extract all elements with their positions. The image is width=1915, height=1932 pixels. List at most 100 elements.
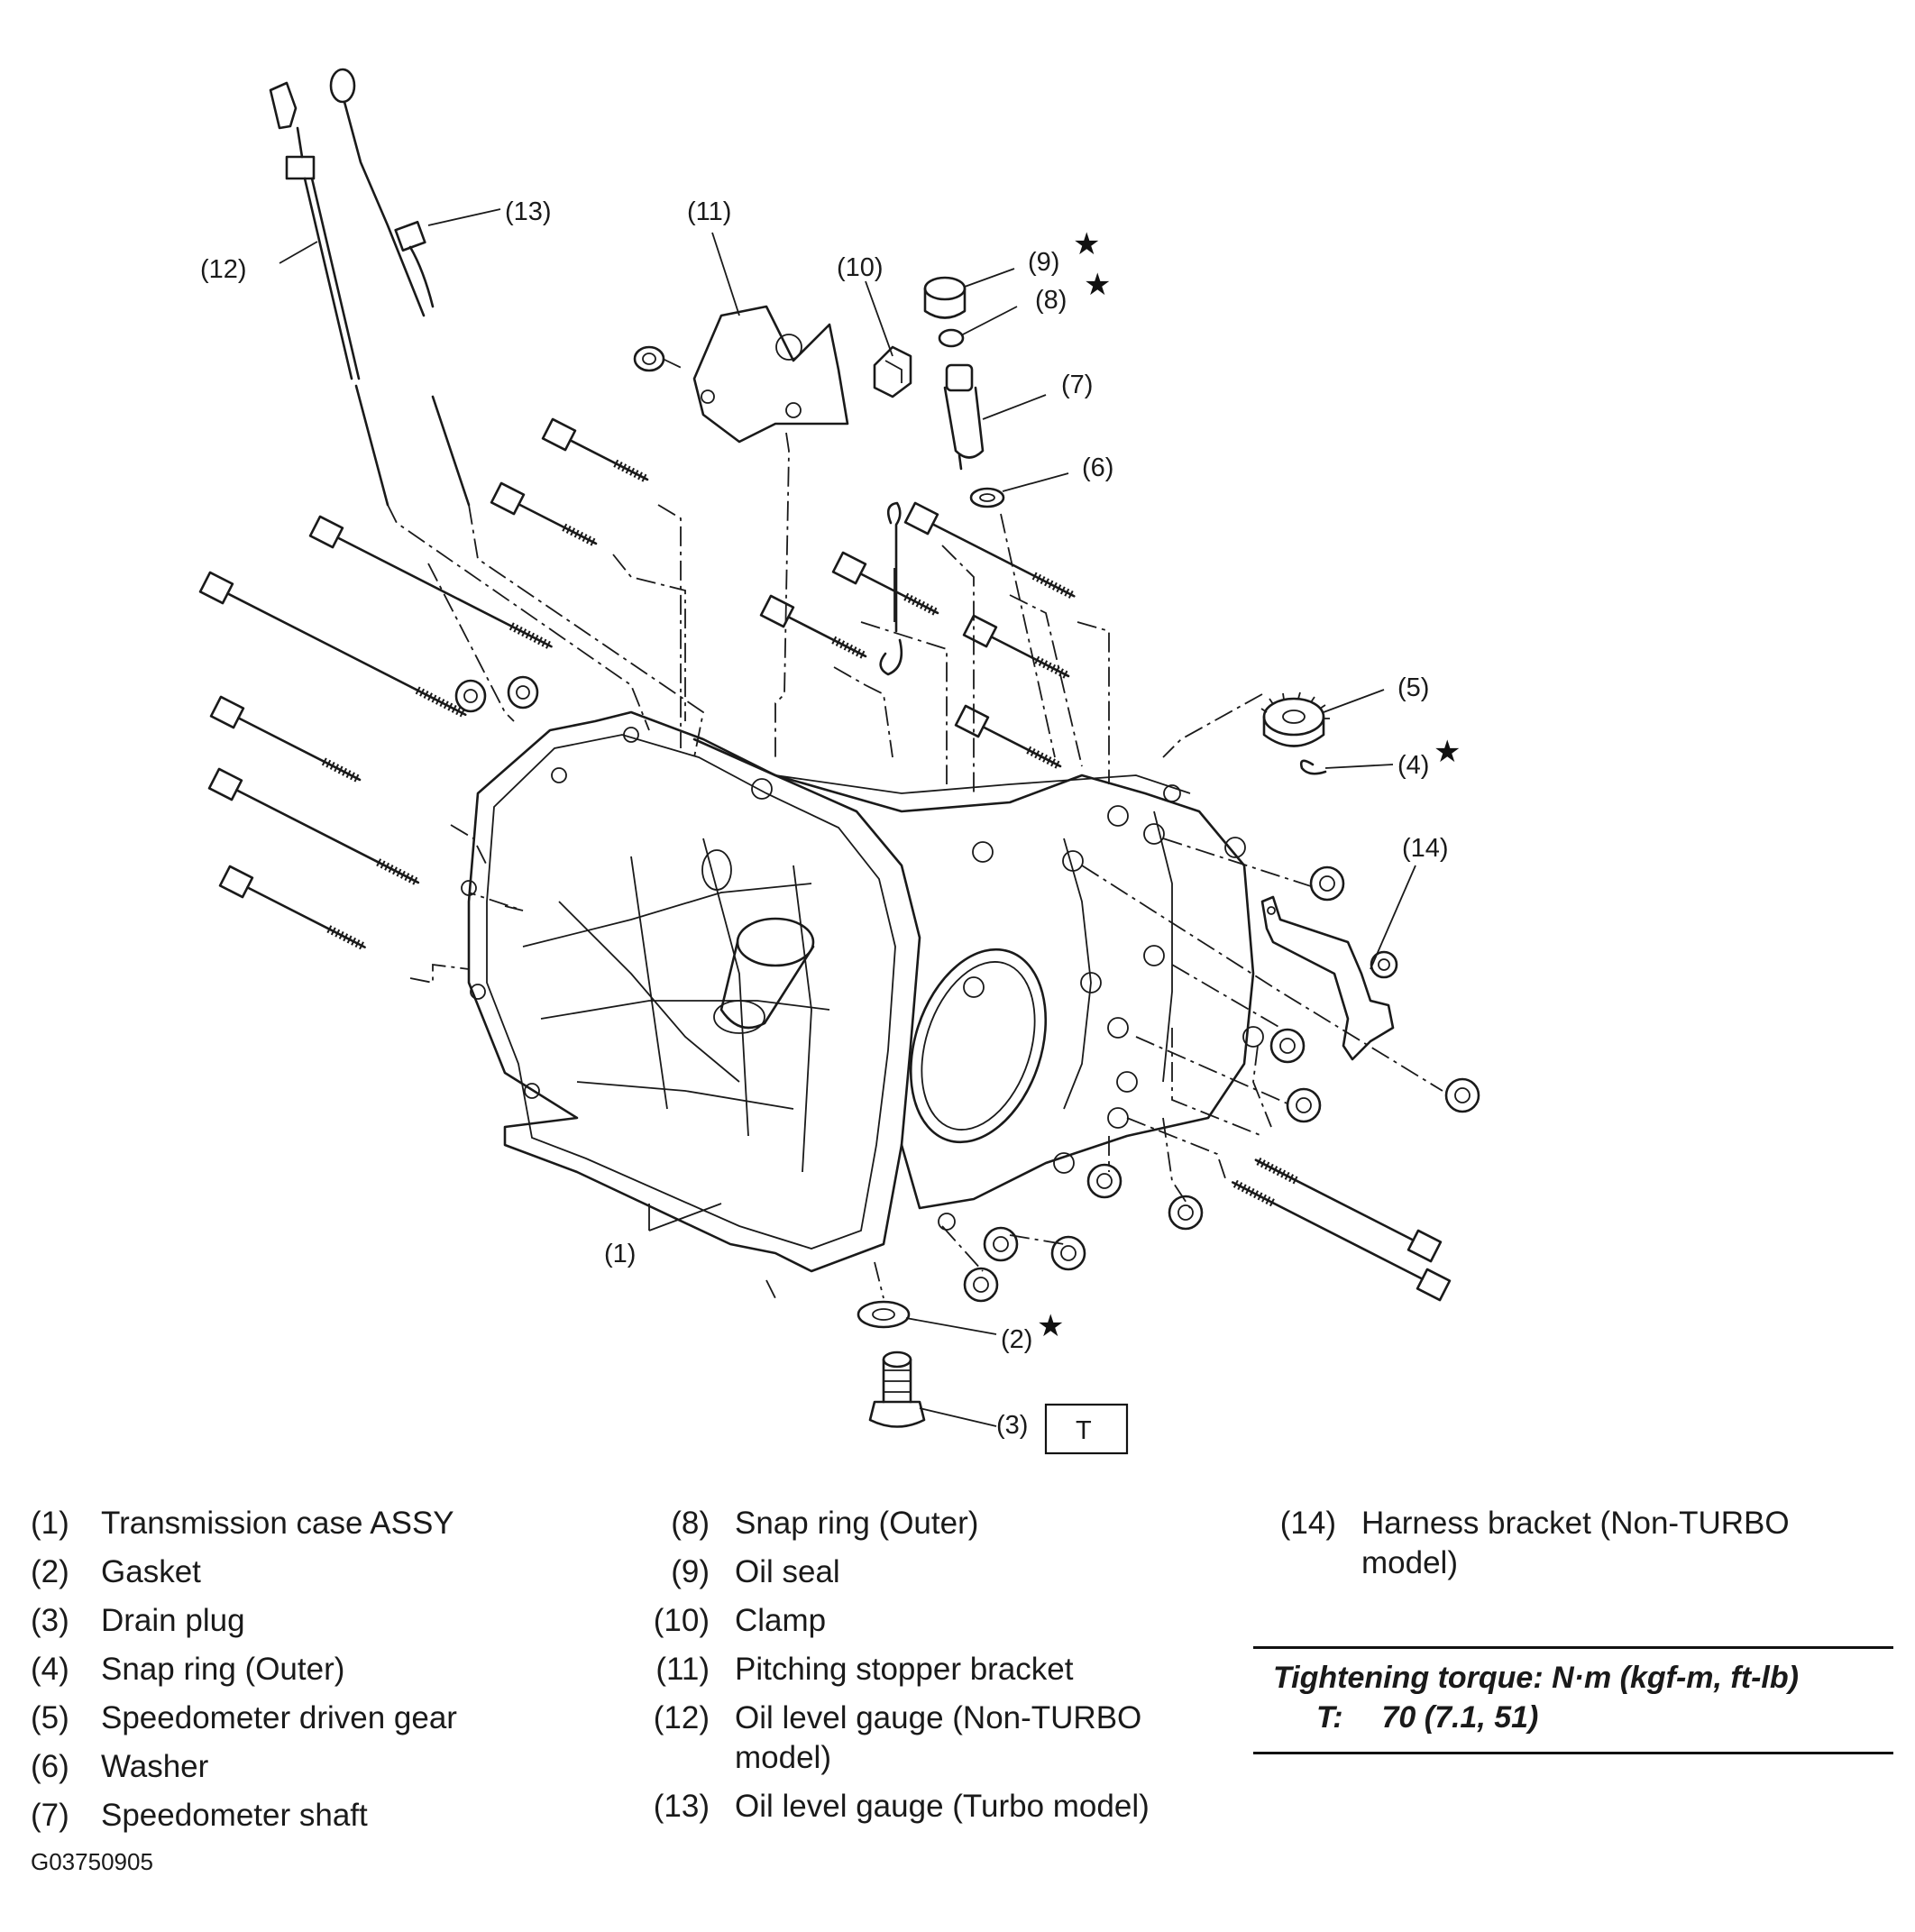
legend-number: (4) xyxy=(31,1652,69,1687)
legend-text: Oil seal xyxy=(735,1554,840,1589)
legend-item: (14) Harness bracket (Non-TURBO model) xyxy=(1262,1504,1893,1583)
legend-column-3: (14) Harness bracket (Non-TURBO model) xyxy=(1262,1504,1893,1592)
tightening-torque-box: Tightening torque: N·m (kgf-m, ft-lb) T:… xyxy=(1253,1646,1893,1754)
torque-value: 70 (7.1, 51) xyxy=(1381,1700,1539,1735)
legend-item: (3) Drain plug xyxy=(0,1601,631,1641)
legend-text: Oil level gauge (Turbo model) xyxy=(735,1789,1150,1824)
bolt xyxy=(207,767,420,886)
oil-level-gauge-turbo xyxy=(329,68,471,507)
legend-number: (14) xyxy=(1279,1506,1336,1541)
legend-text: Drain plug xyxy=(101,1603,245,1638)
legend-item: (11) Pitching stopper bracket xyxy=(636,1650,1204,1689)
legend-number: (7) xyxy=(31,1798,69,1833)
legend-text: Transmission case ASSY xyxy=(101,1506,454,1541)
gasket xyxy=(857,1300,911,1329)
legend-text: Washer xyxy=(101,1749,209,1784)
legend-text: Clamp xyxy=(735,1603,827,1638)
legend-text: Pitching stopper bracket xyxy=(735,1652,1074,1687)
legend-text: Oil level gauge (Non-TURBO model) xyxy=(735,1700,1142,1775)
bolt xyxy=(831,551,940,617)
callout-9: (9) xyxy=(1028,248,1059,277)
legend-item: (9) Oil seal xyxy=(636,1552,1204,1592)
washer xyxy=(969,487,1005,508)
harness-hook xyxy=(879,501,903,676)
legend-number: (5) xyxy=(31,1700,69,1735)
star-9: ★ xyxy=(1073,227,1100,261)
legend-column-2: (8) Snap ring (Outer) (9) Oil seal (10) Clamp… xyxy=(636,1504,1204,1836)
nuts xyxy=(454,345,1480,1303)
callout-6: (6) xyxy=(1082,453,1113,482)
callout-8: (8) xyxy=(1035,286,1067,315)
bolt xyxy=(541,417,650,483)
bolt xyxy=(198,571,468,719)
figure-code: G03750905 xyxy=(31,1848,153,1875)
torque-ref-label: T xyxy=(1076,1416,1092,1445)
callout-12: (12) xyxy=(200,255,247,284)
oil-level-gauge-non-turbo xyxy=(269,81,389,507)
snap-ring-outer-8 xyxy=(938,328,965,348)
bolt xyxy=(209,695,362,783)
star-2: ★ xyxy=(1037,1309,1064,1343)
legend-item: (12) Oil level gauge (Non-TURBO model) xyxy=(636,1699,1204,1778)
drain-plug xyxy=(868,1351,926,1428)
callout-1: (1) xyxy=(604,1240,636,1268)
pitching-stopper-bracket xyxy=(692,305,849,444)
callout-13: (13) xyxy=(505,197,552,226)
legend-item: (13) Oil level gauge (Turbo model) xyxy=(636,1787,1204,1827)
legend-item: (5)Speedometer driven gear xyxy=(0,1699,631,1738)
legend-item: (10) Clamp xyxy=(636,1601,1204,1641)
exploded-diagram: (12) (13) (11) (10) (9) ★ (8) ★ (7) (6) … xyxy=(198,68,1480,1455)
legend-item: (1) Transmission case ASSY xyxy=(0,1504,631,1543)
legend-item: (2) Gasket xyxy=(0,1552,631,1592)
case-bolts xyxy=(198,417,1452,1302)
legend-item: (8) Snap ring (Outer) xyxy=(636,1504,1204,1543)
bolt xyxy=(954,704,1063,770)
callout-4: (4) xyxy=(1397,751,1429,780)
legend-number: (10) xyxy=(653,1603,710,1638)
bolt xyxy=(1231,1178,1452,1302)
legend-number: (11) xyxy=(655,1652,710,1687)
bolt xyxy=(962,614,1071,680)
star-4: ★ xyxy=(1434,735,1461,769)
harness-bracket xyxy=(1260,895,1398,1061)
legend-item: (6) Washer xyxy=(0,1747,631,1787)
speedometer-driven-gear xyxy=(1260,691,1330,747)
callout-10: (10) xyxy=(837,253,884,282)
bolt xyxy=(903,501,1077,600)
bolt xyxy=(490,481,599,547)
clamp xyxy=(873,345,912,398)
legend-text: Snap ring (Outer) xyxy=(735,1506,979,1541)
leader-lines xyxy=(279,208,1416,1427)
assembly-lines xyxy=(387,358,1443,1299)
legend-text: Gasket xyxy=(101,1554,201,1589)
bolt xyxy=(1253,1156,1443,1263)
legend-number: (12) xyxy=(653,1700,710,1735)
transmission-case xyxy=(461,710,1264,1273)
torque-title: Tightening torque: N·m (kgf-m, ft-lb) xyxy=(1273,1661,1799,1695)
legend-number: (1) xyxy=(31,1506,69,1541)
legend-column-1: (1) Transmission case ASSY (2) Gasket (3) Dra… xyxy=(0,1504,631,1845)
callout-7: (7) xyxy=(1061,371,1093,399)
callout-11: (11) xyxy=(687,197,731,226)
bolt xyxy=(218,865,367,951)
legend-number: (3) xyxy=(31,1603,69,1638)
legend-item: (4) Snap ring (Outer) xyxy=(0,1650,631,1689)
oil-seal xyxy=(923,276,967,319)
legend-number: (6) xyxy=(31,1749,69,1784)
callout-2: (2) xyxy=(1001,1325,1032,1354)
speedometer-shaft xyxy=(943,363,985,471)
callout-3: (3) xyxy=(996,1411,1028,1440)
legend-text: Speedometer shaft xyxy=(101,1798,368,1833)
legend-number: (2) xyxy=(31,1554,69,1589)
callout-14: (14) xyxy=(1402,834,1449,863)
legend-item: (7) Speedometer shaft xyxy=(0,1796,631,1836)
torque-label: T: xyxy=(1316,1700,1343,1735)
legend-text: Snap ring (Outer) xyxy=(101,1652,345,1687)
legend-number: (13) xyxy=(653,1789,710,1824)
legend-number: (8) xyxy=(671,1506,710,1541)
callout-5: (5) xyxy=(1397,673,1429,702)
bolt xyxy=(308,515,554,651)
snap-ring-outer-4 xyxy=(1299,759,1327,775)
legend-text: Harness bracket (Non-TURBO model) xyxy=(1361,1506,1790,1580)
legend-number: (9) xyxy=(671,1554,710,1589)
